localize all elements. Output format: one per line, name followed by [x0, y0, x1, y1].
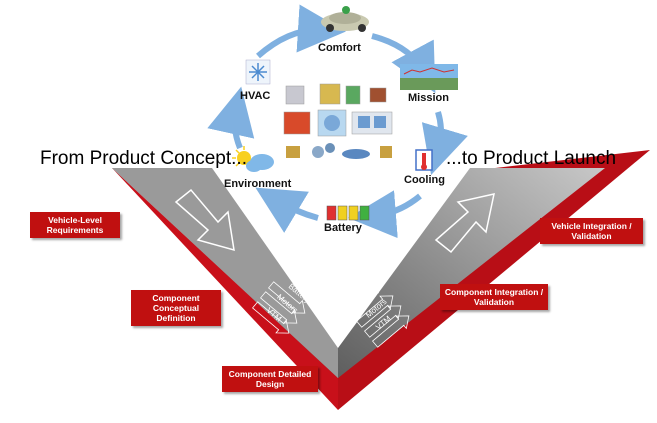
v-gray-left-face: [112, 168, 338, 378]
environment-label: Environment: [224, 178, 292, 190]
hvac-label: HVAC: [240, 90, 271, 102]
stage-component-conceptual-definition: Component Conceptual Definition: [131, 290, 221, 326]
headline-right: ...to Product Launch: [446, 148, 617, 169]
stage-vehicle-level-requirements: Vehicle-Level Requirements: [30, 212, 120, 238]
stage-component-integration-validation: Component Integration / Validation: [440, 284, 548, 310]
sun-cloud-icon: [232, 146, 274, 172]
battery-icons: [326, 205, 370, 221]
stage-vehicle-integration-validation: Vehicle Integration / Validation: [540, 218, 643, 244]
v-red-left-arm: [112, 168, 338, 410]
v-gray-right-face: [338, 168, 605, 378]
comfort-label: Comfort: [318, 42, 361, 54]
stage-component-detailed-design: Component Detailed Design: [222, 366, 318, 392]
comfort-car-icon: [321, 6, 369, 32]
mission-label: Mission: [408, 92, 449, 104]
up-arrow-outline: [434, 193, 495, 254]
thermometer-icon: [415, 149, 433, 171]
component-icons-cluster: [283, 83, 393, 159]
battery-label: Battery: [324, 222, 362, 234]
headline-left: From Product Concept...: [40, 148, 247, 169]
v-red-right-arm: [338, 150, 650, 410]
mission-map-icon: [400, 64, 458, 90]
down-arrow-outline: [174, 188, 235, 252]
snowflake-icon: [245, 59, 271, 85]
cooling-label: Cooling: [404, 174, 445, 186]
